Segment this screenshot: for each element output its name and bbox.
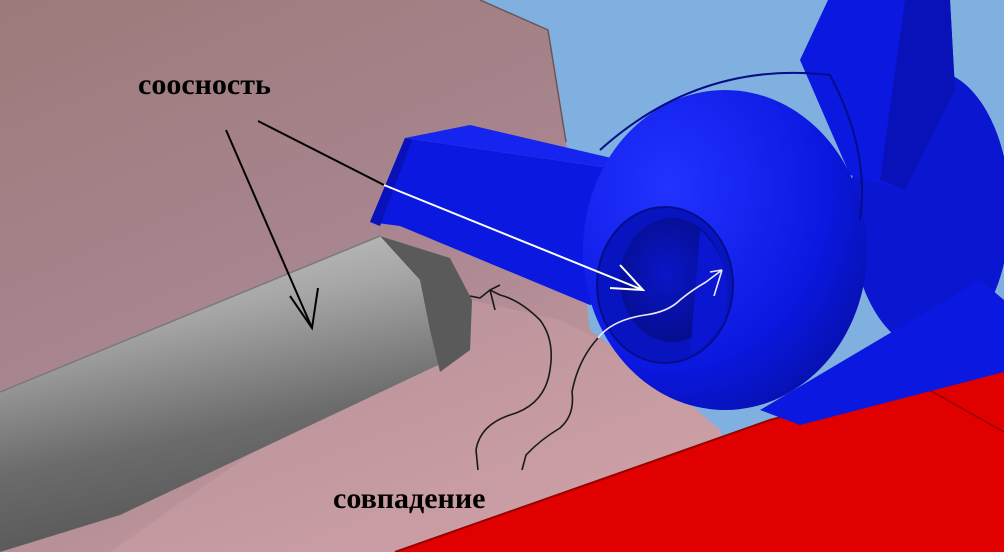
coaxial-arrow-dark — [257, 120, 385, 186]
bracket-left-arm-end — [370, 138, 412, 226]
coaxial-constraint-label: соосность — [138, 68, 271, 101]
bracket-left-arm — [370, 138, 640, 305]
shaft-body — [0, 236, 472, 552]
annotation-arrows — [225, 120, 723, 471]
coaxial-arrow-light — [383, 184, 644, 291]
bracket-housing-collar — [599, 71, 863, 221]
coincident-arrow-shaft — [225, 129, 313, 329]
base-part-edge — [479, 0, 567, 143]
coincident-squiggle-dark-2 — [521, 337, 599, 471]
shaft-end-face — [380, 236, 472, 372]
coincident-arrow-shaft-head — [289, 287, 319, 331]
bracket-left-arm-top — [405, 125, 620, 168]
bracket-part[interactable] — [370, 0, 1004, 425]
bracket-lower-arm — [760, 280, 1004, 425]
coincident-constraint-label: совпадение — [333, 482, 486, 515]
bracket-bore-shadow — [690, 230, 728, 355]
shaft-silhouette-edge — [0, 235, 381, 393]
coincident-squiggle-light — [597, 269, 723, 339]
bracket-upper-fin-side — [880, 0, 955, 190]
coincident-squiggle-dark — [469, 284, 553, 471]
coaxial-arrow-head — [609, 264, 646, 292]
shaft-part[interactable] — [0, 235, 472, 552]
